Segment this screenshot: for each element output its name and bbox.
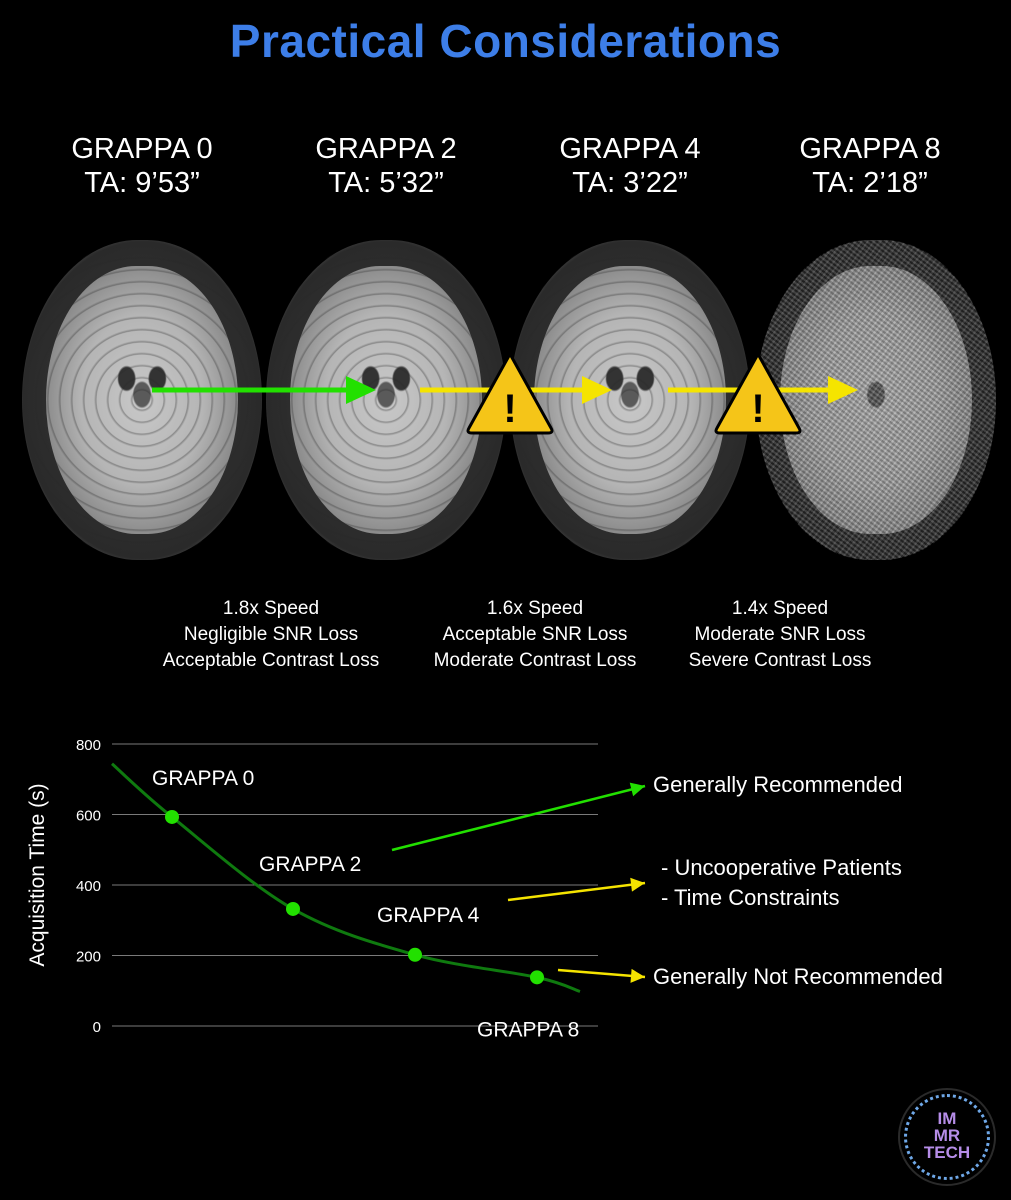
data-points — [165, 809, 544, 985]
contrast-loss: Moderate Contrast Loss — [433, 650, 637, 671]
speed-factor: 1.6x Speed — [486, 598, 584, 619]
acquisition-time-chart: 0 200 400 600 800 Acquisition Time (s) GRAPP… — [26, 737, 943, 1041]
transition-description-1: 1.8x Speed Negligible SNR Loss Acceptabl… — [136, 596, 406, 674]
column-header-grappa-2: GRAPPA 2 TA: 5’32” — [276, 132, 496, 200]
contrast-loss: Acceptable Contrast Loss — [162, 650, 380, 671]
data-point — [408, 947, 422, 962]
column-header-grappa-0: GRAPPA 0 TA: 9’53” — [32, 132, 252, 200]
data-point — [286, 901, 300, 916]
y-tick-label: 400 — [76, 878, 101, 895]
brain-mri-image-grappa-4 — [510, 240, 750, 560]
snr-loss: Negligible SNR Loss — [183, 624, 359, 645]
brain-mri-image-grappa-8 — [756, 240, 996, 560]
column-ta: TA: 2’18” — [812, 167, 928, 199]
logo-text: IM MR TECH — [923, 1109, 971, 1162]
data-point-labels: GRAPPA 0 GRAPPA 2 GRAPPA 4 GRAPPA 8 — [152, 767, 579, 1041]
trend-curve — [111, 762, 581, 993]
annotation-generally-recommended: Generally Recommended — [653, 772, 902, 797]
column-name: GRAPPA 2 — [315, 133, 457, 165]
recommendation-annotations: Generally Recommended - Uncooperative Pat… — [391, 772, 943, 989]
warning-icon: ! — [466, 350, 554, 435]
data-point-label: GRAPPA 2 — [259, 853, 361, 876]
chart-grid — [112, 743, 598, 1027]
annotation-time-constraints: - Time Constraints — [661, 885, 840, 910]
immrtech-logo: IM MR TECH — [898, 1088, 996, 1186]
y-tick-label: 0 — [93, 1019, 101, 1036]
annotation-generally-not-recommended: Generally Not Recommended — [653, 964, 943, 989]
transition-description-2: 1.6x Speed Acceptable SNR Loss Moderate … — [400, 596, 670, 674]
y-tick-label: 200 — [76, 949, 101, 966]
green-arrow — [152, 376, 376, 404]
column-header-grappa-4: GRAPPA 4 TA: 3’22” — [520, 132, 740, 200]
brain-mri-image-grappa-0 — [22, 240, 262, 560]
column-ta: TA: 9’53” — [84, 167, 200, 199]
annotation-arrow — [391, 784, 646, 852]
column-ta: TA: 3’22” — [572, 167, 688, 199]
annotation-arrowhead — [630, 968, 645, 983]
annotation-arrow — [507, 881, 646, 902]
warning-glyph: ! — [503, 387, 516, 431]
page-title: Practical Considerations — [229, 15, 782, 67]
y-tick-label: 600 — [76, 808, 101, 825]
snr-loss: Moderate SNR Loss — [694, 624, 866, 645]
annotation-uncooperative-patients: - Uncooperative Patients — [661, 855, 902, 880]
column-name: GRAPPA 0 — [71, 133, 213, 165]
column-name: GRAPPA 8 — [799, 133, 941, 165]
data-point-label: GRAPPA 0 — [152, 767, 254, 790]
speed-factor: 1.4x Speed — [731, 598, 829, 619]
logo-ring — [904, 1094, 990, 1180]
snr-loss: Acceptable SNR Loss — [442, 624, 628, 645]
annotation-arrow — [557, 968, 646, 979]
data-point — [165, 809, 179, 824]
transition-description-3: 1.4x Speed Moderate SNR Loss Severe Cont… — [645, 596, 915, 674]
data-point — [530, 970, 544, 985]
speed-factor: 1.8x Speed — [222, 598, 320, 619]
contrast-loss: Severe Contrast Loss — [688, 650, 872, 671]
warning-icon: ! — [714, 350, 802, 435]
data-point-label: GRAPPA 8 — [477, 1018, 579, 1041]
column-name: GRAPPA 4 — [559, 133, 701, 165]
annotation-arrowhead — [630, 877, 645, 892]
y-axis-label: Acquisition Time (s) — [26, 783, 49, 966]
warning-glyph: ! — [751, 387, 764, 431]
y-axis-ticks: 0 200 400 600 800 — [76, 737, 101, 1036]
data-point-label: GRAPPA 4 — [377, 904, 480, 927]
column-header-grappa-8: GRAPPA 8 TA: 2’18” — [760, 132, 980, 200]
y-tick-label: 800 — [76, 737, 101, 754]
transition-arrows: ! ! — [152, 350, 858, 435]
annotation-arrowhead — [629, 782, 645, 797]
brain-mri-image-grappa-2 — [266, 240, 506, 560]
column-ta: TA: 5’32” — [328, 167, 444, 199]
